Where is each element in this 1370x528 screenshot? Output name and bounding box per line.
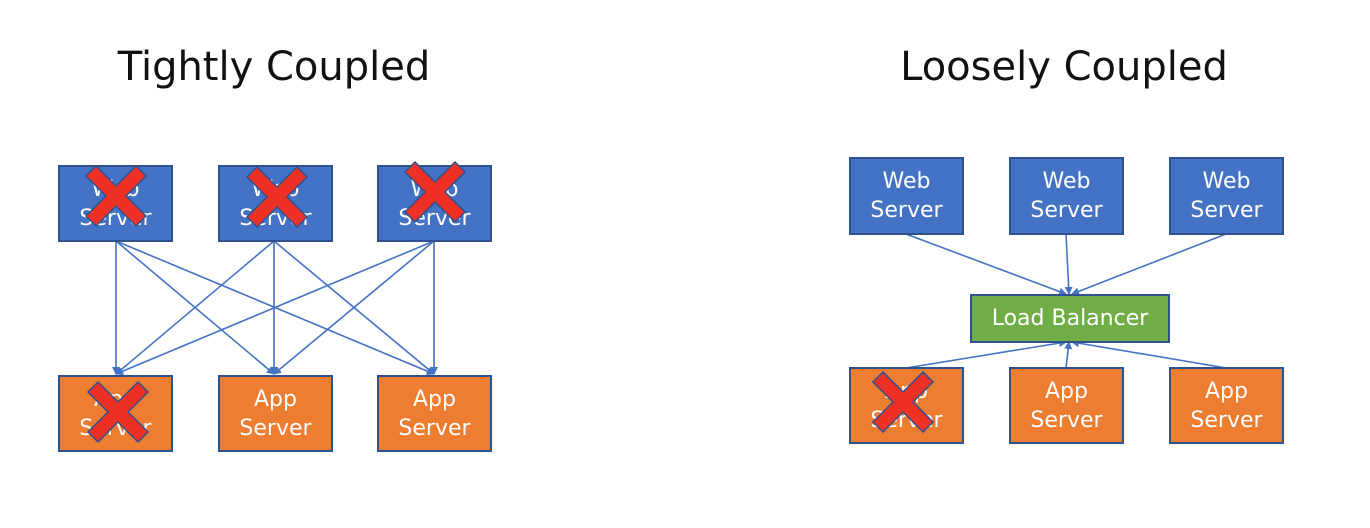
server-label-line2: Server: [1190, 198, 1263, 223]
connector-app3-lb: [1071, 339, 1227, 369]
tightly-coupled-title: Tightly Coupled: [117, 44, 431, 90]
server-label-line2: Server: [1030, 407, 1103, 433]
server-label-line2: Server: [1030, 198, 1103, 223]
connector-w3-a1: [115, 240, 435, 375]
failure-x-icon: [245, 165, 309, 229]
server-label-line1: Web: [1202, 169, 1251, 194]
load-balancer: Load Balancer: [970, 294, 1170, 343]
failure-x-icon: [84, 164, 148, 228]
connector-app1-lb: [905, 339, 1067, 369]
connector-w2-a1: [115, 240, 275, 375]
failure-x-icon: [871, 370, 935, 434]
connector-app2-lb: [1064, 341, 1073, 369]
server-label-line1: Web: [1042, 169, 1091, 194]
load-balancer-label: Load Balancer: [991, 306, 1149, 331]
server-label-line2: Server: [239, 415, 312, 441]
failure-x-icon: [86, 380, 150, 444]
connector-web3-lb: [1071, 233, 1227, 296]
connector-w3-a2: [273, 240, 435, 375]
server-label-line1: App: [413, 386, 456, 412]
failure-x-icon: [403, 160, 467, 224]
connector-web2-lb: [1064, 233, 1073, 295]
server-label-line2: Server: [1190, 407, 1263, 433]
tight-connectors: [112, 240, 438, 375]
server-label-line2: Server: [870, 198, 943, 223]
server-label-line2: Server: [398, 415, 471, 441]
server-label-line1: App: [254, 386, 297, 412]
server-label-line1: Web: [882, 169, 931, 194]
server-label-line1: App: [1045, 378, 1088, 404]
connector-web1-lb: [905, 233, 1067, 296]
loose-connectors: [905, 233, 1227, 369]
loosely-coupled-title: Loosely Coupled: [900, 44, 1228, 90]
server-label-line1: App: [1205, 378, 1248, 404]
